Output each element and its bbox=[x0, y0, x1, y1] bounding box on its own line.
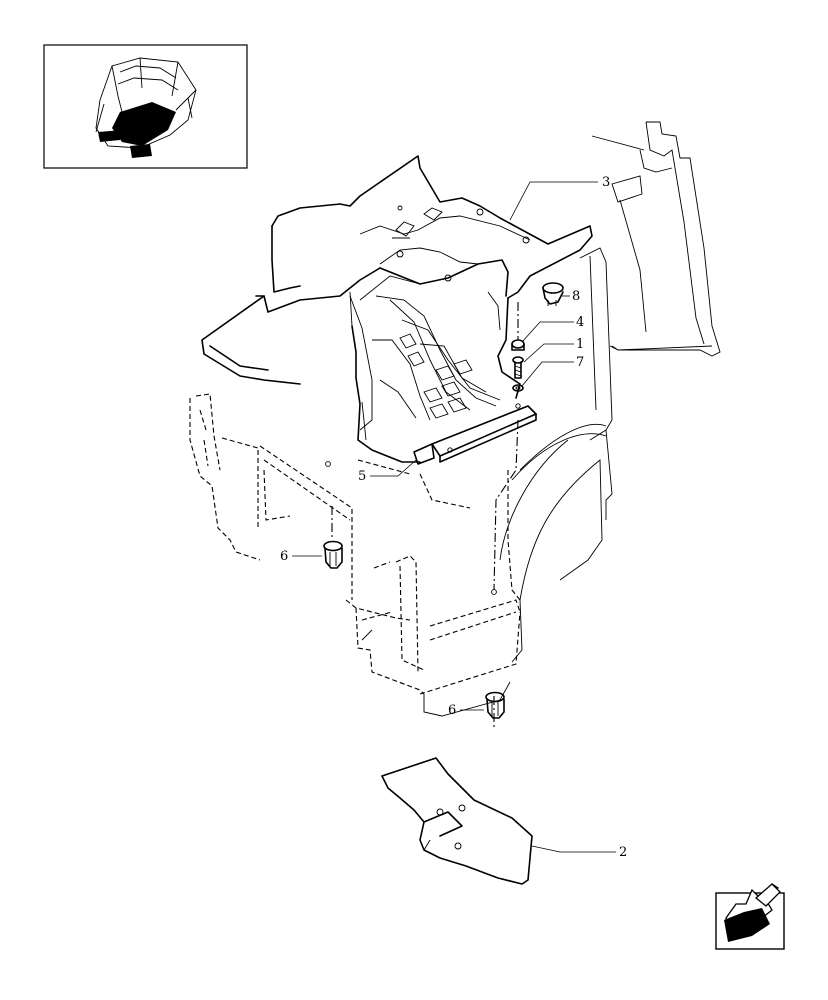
bracket-part-5 bbox=[413, 403, 537, 465]
callout-7: 7 bbox=[576, 355, 584, 370]
tractor-cab-thumbnail-icon bbox=[95, 57, 197, 158]
callout-5: 5 bbox=[358, 469, 366, 484]
push-clip-part-6-upper bbox=[323, 540, 343, 569]
push-button-part-8 bbox=[542, 282, 564, 306]
leader-lines bbox=[292, 181, 616, 853]
callout-4: 4 bbox=[576, 315, 584, 330]
callout-8: 8 bbox=[572, 289, 580, 304]
screw-part-1 bbox=[512, 356, 524, 379]
floor-mat-part-3 bbox=[201, 155, 593, 463]
cab-frame bbox=[499, 121, 721, 601]
callout-2: 2 bbox=[619, 845, 627, 860]
back-arrow-icon[interactable] bbox=[715, 883, 785, 950]
callout-3: 3 bbox=[602, 175, 610, 190]
callout-6-lower: 6 bbox=[448, 703, 456, 718]
push-clip-part-6-lower bbox=[485, 691, 505, 719]
callout-1: 1 bbox=[576, 337, 584, 352]
callout-labels: 3 8 4 1 7 5 6 6 2 bbox=[280, 175, 627, 860]
locator-thumbnail bbox=[43, 44, 248, 169]
callout-6-upper: 6 bbox=[280, 549, 288, 564]
washer-part-7 bbox=[512, 384, 524, 392]
small-mat-part-2 bbox=[381, 757, 533, 885]
assembly-axes bbox=[331, 302, 519, 730]
cab-floor-structure bbox=[189, 393, 523, 717]
